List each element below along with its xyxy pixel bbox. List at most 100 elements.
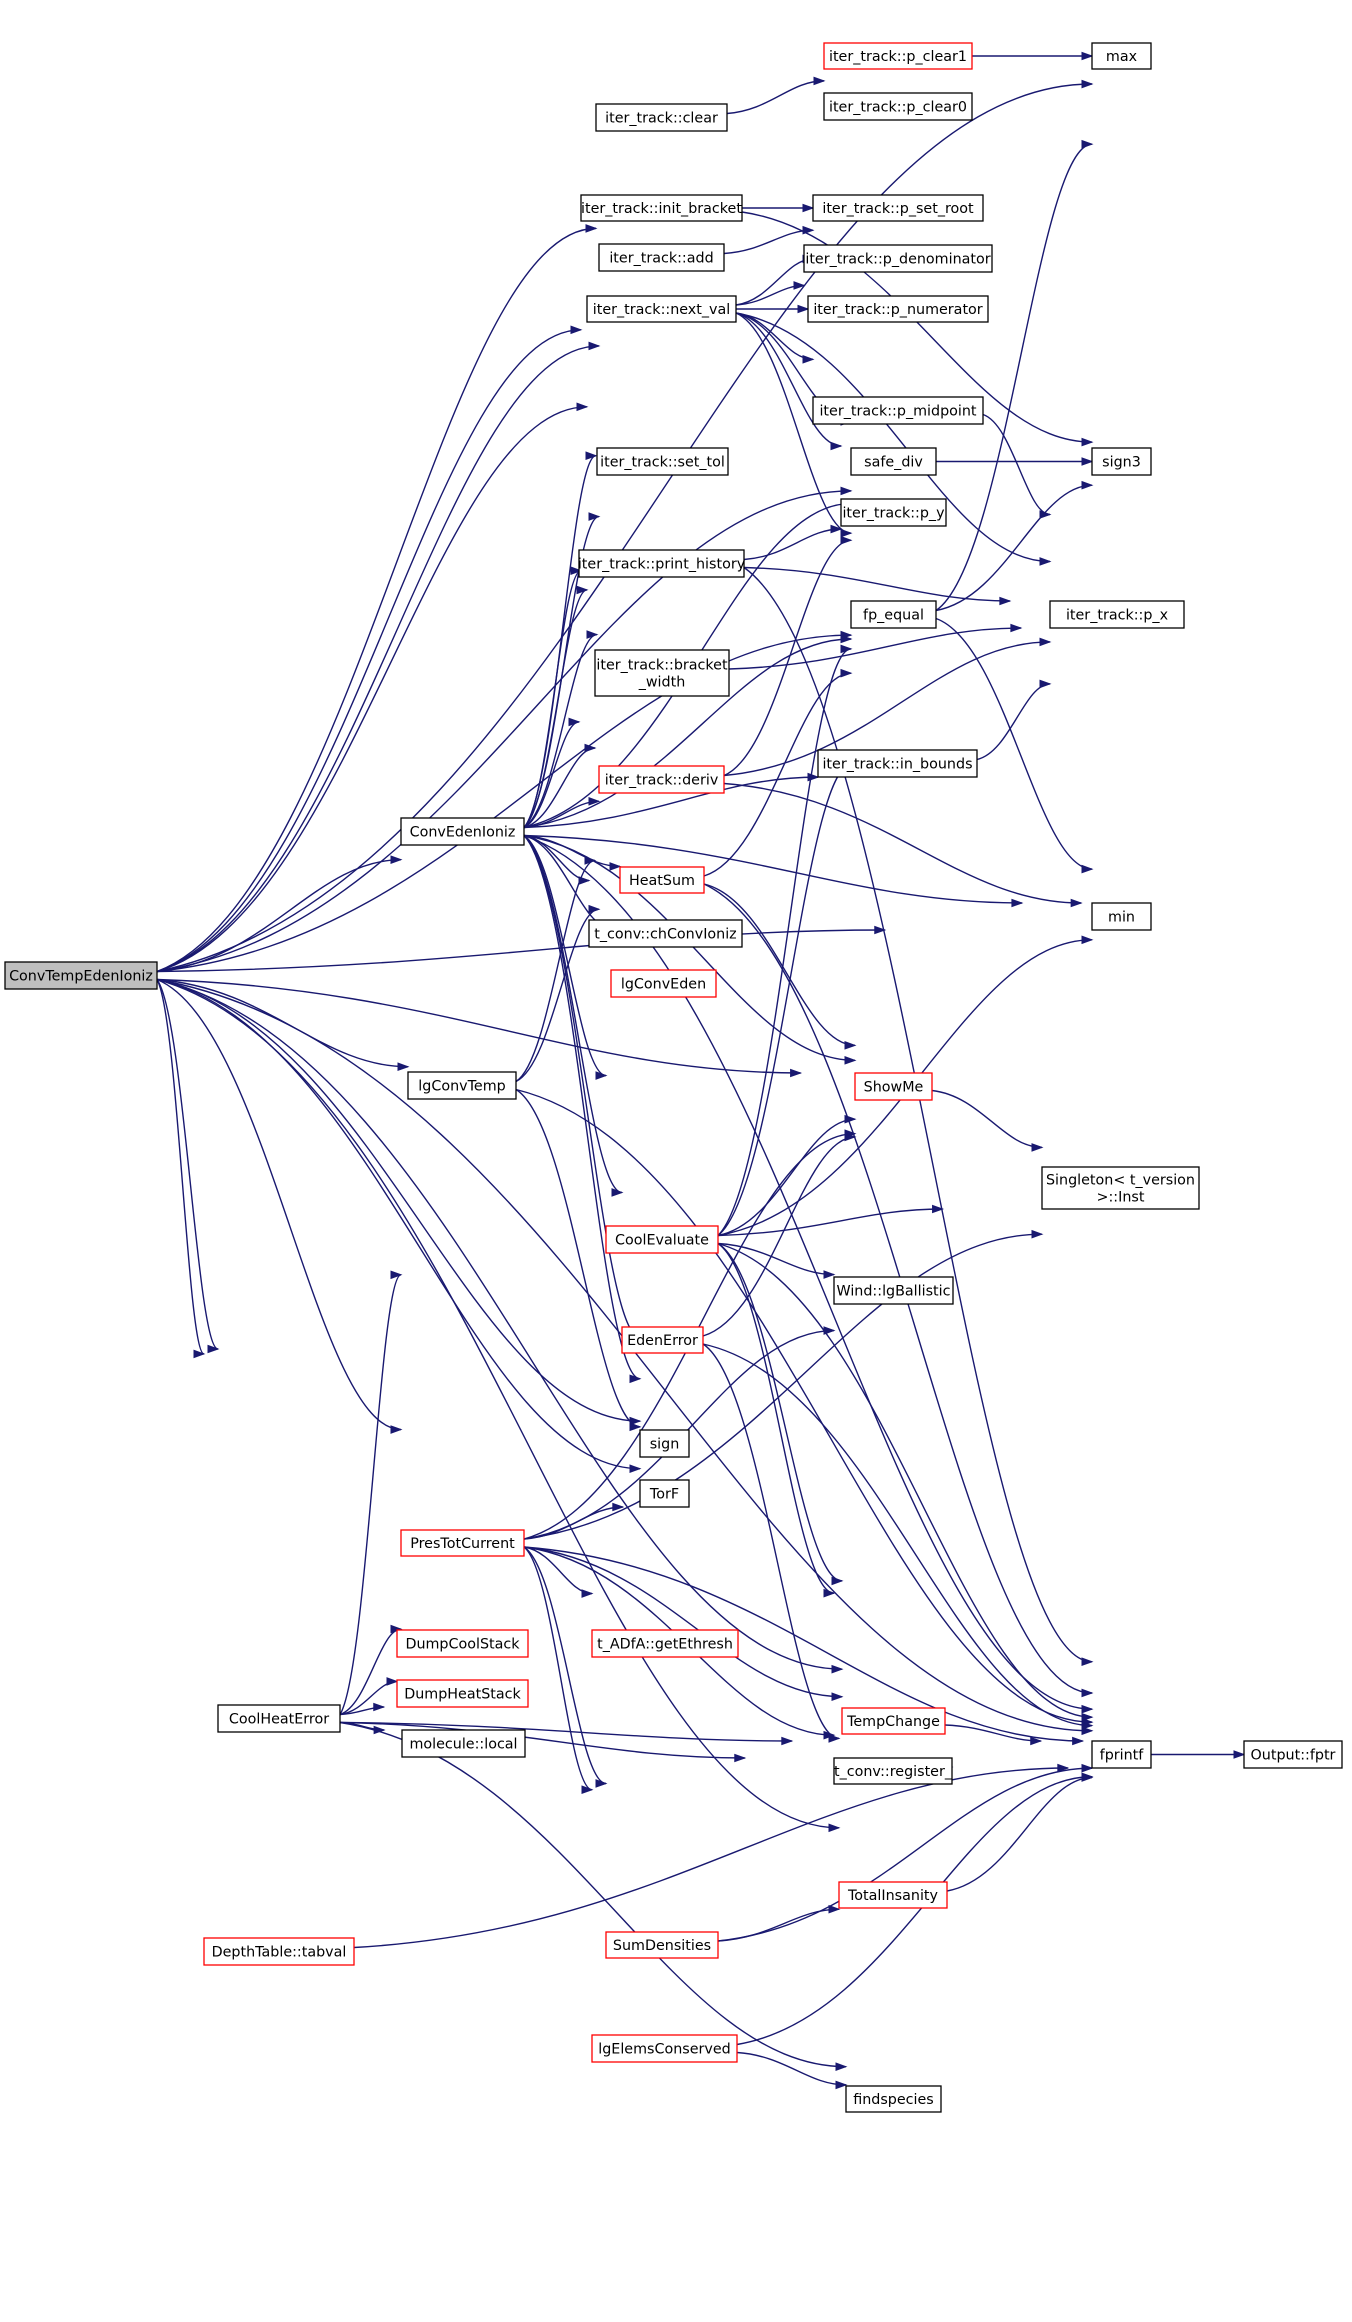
node-iter_p_midpoint[interactable]: iter_track::p_midpoint	[812, 396, 984, 425]
node-iter_clear[interactable]: iter_track::clear	[595, 103, 728, 132]
node-box	[595, 103, 728, 132]
node-CoolHeatError[interactable]: CoolHeatError	[217, 1704, 341, 1733]
node-DumpHeatStack[interactable]: DumpHeatStack	[396, 1679, 529, 1708]
node-box	[854, 1072, 933, 1101]
node-iter_next_val[interactable]: iter_track::next_val	[586, 295, 737, 323]
node-iter_p_numerator[interactable]: iter_track::p_numerator	[807, 295, 989, 323]
node-molecule_local[interactable]: molecule::local	[401, 1729, 526, 1758]
node-label: iter_track::p_y	[842, 506, 945, 522]
call-edge-ConvEdenIoniz-to-min	[523, 834, 1024, 908]
node-ShowMe[interactable]: ShowMe	[854, 1072, 933, 1101]
node-max[interactable]: max	[1091, 42, 1152, 70]
node-box	[594, 649, 730, 697]
node-label: ConvTempEdenIoniz	[9, 969, 153, 985]
node-iter_p_x[interactable]: iter_track::p_x	[1049, 600, 1185, 629]
node-sign3[interactable]: sign3	[1091, 447, 1152, 476]
call-edge-CoolEvaluate-to-fprintf	[717, 1242, 1094, 1722]
call-edge-iter_bracket_width-to-iter_p_x	[728, 623, 1023, 670]
call-edge-root-to-sign	[156, 978, 642, 1426]
node-iter_in_bounds[interactable]: iter_track::in_bounds	[817, 749, 978, 778]
node-label: lgConvTemp	[418, 1079, 505, 1095]
node-label: CoolEvaluate	[615, 1233, 709, 1249]
node-label: max	[1106, 49, 1137, 65]
node-label: ShowMe	[864, 1080, 924, 1096]
node-root[interactable]: ConvTempEdenIoniz	[4, 961, 158, 990]
node-box	[850, 447, 937, 476]
node-safe_div[interactable]: safe_div	[850, 447, 937, 476]
node-label: fprintf	[1100, 1748, 1145, 1764]
node-t_conv_register[interactable]: t_conv::register_	[833, 1757, 953, 1785]
node-iter_set_tol[interactable]: iter_track::set_tol	[596, 447, 729, 476]
node-box	[1091, 447, 1152, 476]
node-label: EdenError	[627, 1333, 698, 1349]
node-iter_p_clear0[interactable]: iter_track::p_clear0	[823, 92, 973, 121]
node-Output_fptr[interactable]: Output::fptr	[1243, 1740, 1343, 1769]
call-edge-CoolHeatError-to-fprintf	[339, 1721, 794, 1746]
node-TempChange[interactable]: TempChange	[841, 1707, 946, 1735]
node-label: molecule::local	[409, 1737, 517, 1753]
node-Wind_lgBallistic[interactable]: Wind::lgBallistic	[833, 1276, 954, 1305]
node-label: iter_track::p_clear0	[829, 100, 967, 116]
node-EdenError[interactable]: EdenError	[621, 1326, 704, 1354]
node-TorF[interactable]: TorF	[639, 1479, 690, 1508]
node-DumpCoolStack[interactable]: DumpCoolStack	[396, 1629, 529, 1658]
node-iter_init_bracket[interactable]: iter_track::init_bracket	[580, 194, 743, 222]
node-label: iter_track::p_clear1	[829, 49, 967, 65]
call-edge-iter_deriv-to-iter_p_x	[723, 637, 1052, 777]
call-edge-HeatSum-to-fprintf	[703, 883, 1094, 1698]
node-Singleton_Inst[interactable]: Singleton< t_version>::Inst	[1041, 1166, 1200, 1210]
node-fp_equal[interactable]: fp_equal	[850, 600, 937, 629]
call-edge-iter_deriv-to-safe_div	[723, 535, 853, 777]
node-iter_deriv[interactable]: iter_track::deriv	[598, 765, 725, 794]
node-lgConvEden[interactable]: lgConvEden	[610, 969, 717, 998]
node-SumDensities[interactable]: SumDensities	[605, 1931, 719, 1959]
node-lgElemsConserved[interactable]: lgElemsConserved	[591, 2034, 738, 2063]
call-edge-CoolHeatError-to-PresTotCurrent	[339, 1624, 403, 1716]
node-lgConvTemp[interactable]: lgConvTemp	[407, 1071, 517, 1100]
node-fprintf[interactable]: fprintf	[1091, 1740, 1152, 1769]
node-box	[598, 243, 725, 272]
node-DepthTable_tabval[interactable]: DepthTable::tabval	[203, 1937, 355, 1966]
call-edge-root-to-CoolHeatError	[156, 979, 220, 1354]
node-ConvEdenIoniz[interactable]: ConvEdenIoniz	[400, 817, 525, 846]
node-iter_p_clear1[interactable]: iter_track::p_clear1	[823, 42, 973, 70]
node-label: findspecies	[853, 2092, 934, 2108]
node-box	[1091, 902, 1152, 931]
call-edge-PresTotCurrent-to-t_ADfA_getEthresh	[523, 1546, 594, 1598]
node-t_conv_chConvIoniz[interactable]: t_conv::chConvIoniz	[588, 919, 743, 948]
call-edge-ConvEdenIoniz-to-iter_print_history	[523, 717, 581, 829]
node-label: DumpCoolStack	[405, 1637, 520, 1653]
node-box	[823, 92, 973, 121]
node-iter_add[interactable]: iter_track::add	[598, 243, 725, 272]
node-min[interactable]: min	[1091, 902, 1152, 931]
call-edge-iter_deriv-to-min	[723, 782, 1083, 908]
node-PresTotCurrent[interactable]: PresTotCurrent	[400, 1529, 525, 1557]
call-edge-root-to-iter_clear	[156, 224, 598, 973]
call-nodes: ConvTempEdenIoniz ConvEdenIoniz lgConvTemp…	[4, 42, 1343, 2113]
node-label: iter_track::clear	[605, 111, 718, 127]
call-edge-lgConvTemp-to-TorF	[515, 1088, 642, 1432]
node-box	[401, 1729, 526, 1758]
node-findspecies[interactable]: findspecies	[845, 2085, 942, 2113]
node-HeatSum[interactable]: HeatSum	[619, 866, 705, 894]
node-box	[803, 244, 993, 273]
call-edge-ConvEdenIoniz-to-fp_equal	[523, 634, 853, 829]
node-iter_p_set_root[interactable]: iter_track::p_set_root	[812, 194, 984, 222]
node-label: iter_track::p_numerator	[813, 302, 982, 318]
node-TotalInsanity[interactable]: TotalInsanity	[838, 1881, 948, 1909]
node-label: lgConvEden	[621, 977, 706, 993]
call-edge-root-to-TorF	[156, 978, 642, 1473]
node-iter_p_y[interactable]: iter_track::p_y	[840, 498, 947, 527]
call-edge-fprintf-to-Output_fptr	[1151, 1750, 1246, 1759]
node-t_ADfA_getEthresh[interactable]: t_ADfA::getEthresh	[591, 1629, 739, 1658]
node-iter_p_denominator[interactable]: iter_track::p_denominator	[803, 244, 993, 273]
node-iter_bracket_width[interactable]: iter_track::bracket_width	[594, 649, 730, 697]
node-label: iter_track::set_tol	[600, 455, 725, 471]
node-sign[interactable]: sign	[639, 1429, 690, 1458]
node-CoolEvaluate[interactable]: CoolEvaluate	[605, 1225, 719, 1254]
node-label: lgElemsConserved	[598, 2042, 730, 2058]
node-label: iter_track::p_denominator	[805, 252, 990, 268]
call-edge-CoolEvaluate-to-ShowMe	[717, 1114, 857, 1237]
node-iter_print_history[interactable]: iter_track::print_history	[578, 549, 746, 578]
node-box	[619, 866, 705, 894]
